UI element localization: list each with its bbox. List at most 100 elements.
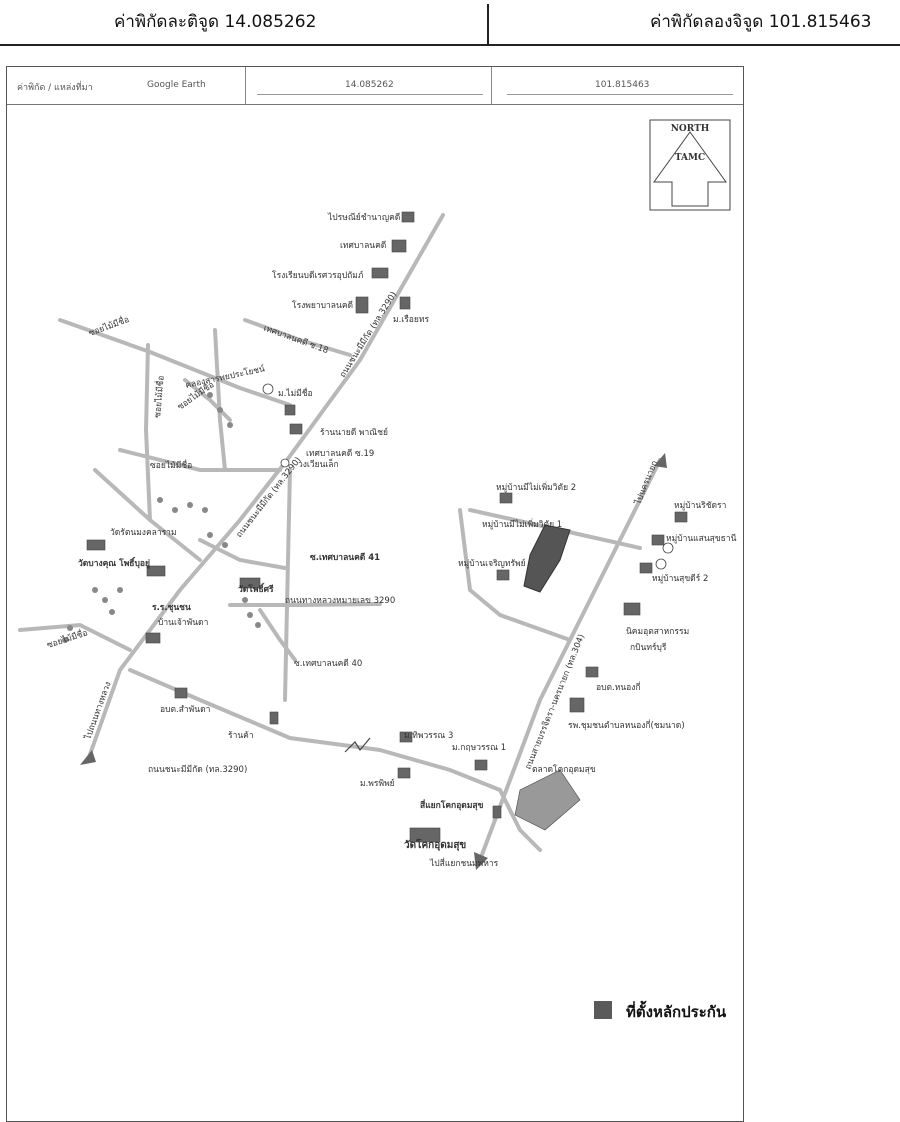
roads xyxy=(18,213,662,862)
hospital-icon xyxy=(569,697,585,713)
label-village-r6: หมู่บ้านสุขดีร์ 2 xyxy=(652,573,708,584)
road-soi-19 xyxy=(118,448,282,472)
building-icon xyxy=(399,296,411,310)
label-market: ตลาดโคกอุดมสุข xyxy=(532,764,596,775)
building-icon xyxy=(391,239,407,253)
building-icon xyxy=(639,562,653,574)
info-underline-lng xyxy=(507,94,733,95)
label-village-r5: หมู่บ้านแสนสุขธานี xyxy=(666,533,737,544)
info-source: Google Earth xyxy=(147,80,206,90)
road-soi40 xyxy=(258,608,297,662)
road-3290-main xyxy=(86,213,445,762)
label-soi-top: ซอยไม้มีชื่อ xyxy=(87,313,131,339)
label-temple-big: วัดบางคุณ โพธิ์บุอยู่ xyxy=(78,556,150,569)
label-industry: นิคมอุตสาหกรรม xyxy=(626,627,689,637)
label-industry-sub: กบินทร์บุรี xyxy=(630,642,667,653)
label-hospital-r: รพ.ชุมชนตำบลหนองกี่(ชมนาด) xyxy=(568,719,685,731)
latitude-label: ค่าพิกัดละติจูด 14.085262 xyxy=(114,12,317,32)
label-shop: ร้านนายดี พาณิชย์ xyxy=(320,427,388,438)
info-lng: 101.815463 xyxy=(595,80,650,90)
road-right-curve xyxy=(458,508,572,642)
legend-label: ที่ตั้งหลักประกัน xyxy=(626,1003,727,1021)
label-roundabout: วงเวียนเล็ก xyxy=(298,458,339,470)
building-icon xyxy=(674,511,688,523)
legend-swatch xyxy=(594,1001,612,1019)
map-icons xyxy=(86,211,688,843)
building-icon xyxy=(499,492,513,504)
north-letters: TAMC xyxy=(675,153,705,163)
building-icon xyxy=(585,666,599,678)
label-soi19: เทศบาลนคดี ซ.19 xyxy=(306,448,374,459)
label-school: โรงเรียนบดีเรศวรอุปถัมภ์ xyxy=(272,270,364,281)
circle-3 xyxy=(262,383,274,395)
building-icon xyxy=(269,711,279,725)
label-highway3290: ถนนทางหลวงหมายเลข 3290 xyxy=(285,596,395,606)
label-temple-bottom: วัดโคกอุดมสุข xyxy=(404,838,466,851)
road-hwy-3290 xyxy=(228,602,382,607)
roundabout-circle xyxy=(280,458,290,468)
road-soi41 xyxy=(198,538,287,570)
label-village-r3: หมู่บ้านเจริญทรัพย์ xyxy=(458,558,526,569)
road-soi-mid xyxy=(213,328,227,472)
label-soi-left2: ซอยไม้มีชื่อ xyxy=(151,375,167,418)
header-bar: ค่าพิกัดละติจูด 14.085262 ค่าพิกัดลองจิจ… xyxy=(0,0,900,46)
label-village-top: ม.เรือยทร xyxy=(393,314,429,325)
building-icon xyxy=(86,539,106,551)
arrowhead-down-right xyxy=(474,852,488,870)
building-icon xyxy=(355,296,369,314)
info-label: ค่าพิกัด / แหล่งที่มา xyxy=(17,83,93,93)
label-junction: สี่แยกโคกอุดมสุข xyxy=(420,798,484,811)
label-school2-sub: บ้านเจ้าพันดา xyxy=(158,617,208,628)
label-to-intersection: ไปสี่แยกชนมพหาร xyxy=(429,857,499,869)
railway-break xyxy=(344,737,371,753)
arrowhead-down-left xyxy=(80,750,96,765)
label-subdistrict: อบต.สำพันดา xyxy=(160,705,210,715)
road-vertical-mid xyxy=(283,468,292,702)
building-icon xyxy=(492,805,502,819)
info-sep-1 xyxy=(245,67,246,104)
building-icon xyxy=(397,767,411,779)
building-icon xyxy=(474,759,488,771)
label-road-bottom: ถนนชนะมีมีกัด (ทล.3290) xyxy=(148,764,247,775)
label-shop2: ร้านค้า xyxy=(228,730,254,741)
label-soi-left: ซอยไม้มีชื่อ xyxy=(150,459,192,471)
tree-dots xyxy=(62,392,261,643)
building-icon xyxy=(239,577,261,589)
info-underline-lat xyxy=(257,94,483,95)
label-soi40: ซ.เทศบาลนคดี 40 xyxy=(294,658,362,669)
building-icon xyxy=(496,569,510,581)
label-village-r4: หมู่บ้านริชัดรา xyxy=(674,500,726,511)
building-icon xyxy=(651,534,665,546)
label-road-3290-mid: ถนนชนะมีมีกัด (ทล.3290) xyxy=(234,455,304,540)
road-right xyxy=(478,458,662,862)
road-left-branch xyxy=(18,622,132,652)
label-village-p: ม.พรพิพย์ xyxy=(360,778,395,789)
info-lat: 14.085262 xyxy=(345,80,394,90)
road-bottom xyxy=(128,668,542,852)
label-temple-mid: วัดโพธิ์ศรี xyxy=(238,582,274,595)
building-icon xyxy=(284,404,296,416)
label-village-r1: หมู่บ้านมีไม่เพิ่มวิตัย 2 xyxy=(496,481,576,493)
label-school2: ร.ร.ชุนชน xyxy=(152,603,191,613)
info-sep-2 xyxy=(491,67,492,104)
label-hospital-top: โรงพยาบาลนคดี xyxy=(292,300,353,311)
info-row: ค่าพิกัด / แหล่งที่มา Google Earth 14.08… xyxy=(7,67,743,105)
arrow-heads xyxy=(80,453,667,870)
label-village1: ม.กฤษวรรณ 1 xyxy=(452,743,506,753)
label-soi-bl: ซอยไม้มีชื่อ xyxy=(45,626,89,650)
label-village-circle3: ม.ไม่มีชื่อ xyxy=(278,387,313,399)
arrowhead-up-right xyxy=(654,453,667,468)
label-soi41: ซ.เทศบาลนคดี 41 xyxy=(310,552,380,563)
label-temple-left: วัดรัตนมงคลาราม xyxy=(110,528,177,538)
label-village-r2: หมู่บ้านมีไม่เพิ่มวิตัย 1 xyxy=(482,518,562,530)
circle-1 xyxy=(662,542,674,554)
factory-icon xyxy=(623,602,641,616)
header-divider xyxy=(487,4,489,44)
building-icon xyxy=(145,632,161,644)
building-icon xyxy=(371,267,389,279)
building-icon xyxy=(399,731,413,743)
market-icon xyxy=(514,769,581,831)
circles xyxy=(262,383,674,570)
building-icon xyxy=(401,211,415,223)
